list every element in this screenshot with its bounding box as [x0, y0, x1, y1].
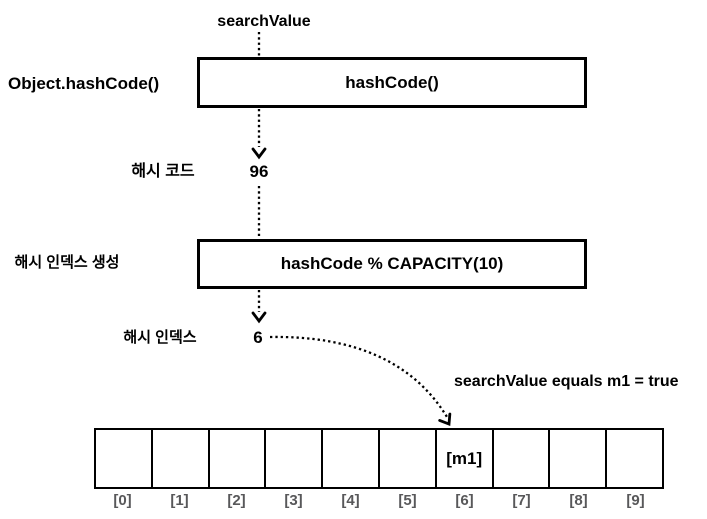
array-cell-3: [266, 430, 324, 487]
array-index-label-3: [3]: [284, 492, 303, 509]
array-cell-6: [m1]: [437, 430, 494, 487]
array-index-label-9: [9]: [626, 492, 645, 509]
array-index-label-6: [6]: [455, 492, 474, 509]
hash-index-side-label: 해시 인덱스: [123, 329, 197, 346]
hash-index-value: 6: [253, 328, 263, 347]
arrow-down-icon: [438, 412, 452, 426]
object-hashcode-side-label: Object.hashCode(): [8, 74, 160, 93]
array-index-label-1: [1]: [170, 492, 189, 509]
equals-result-annotation: searchValue equals m1 = true: [454, 373, 679, 390]
array-index-label-0: [0]: [113, 492, 132, 509]
arrow-down-icon: [251, 311, 267, 324]
array-cell-0: [96, 430, 153, 487]
curved-dotted-line-to-cell-6: [269, 335, 448, 418]
array-index-label-8: [8]: [569, 492, 588, 509]
array-index-label-7: [7]: [512, 492, 531, 509]
array-index-label-5: [5]: [398, 492, 417, 509]
hash-index-box-label: hashCode % CAPACITY(10): [280, 254, 504, 273]
array-cell-5: [380, 430, 437, 487]
array-index-labels: [0] [1] [2] [3] [4] [5] [6] [7] [8] [9]: [94, 492, 664, 509]
hash-code-value: 96: [249, 162, 269, 181]
array-cell-9: [607, 430, 662, 487]
arrow-down-icon: [251, 147, 267, 160]
array-index-label-4: [4]: [341, 492, 360, 509]
hash-index-box: hashCode % CAPACITY(10): [197, 239, 587, 289]
hash-index-generation-side-label: 해시 인덱스 생성: [14, 254, 120, 271]
array-cell-7: [494, 430, 551, 487]
array-index-label-2: [2]: [227, 492, 246, 509]
search-value-label: searchValue: [217, 13, 311, 30]
hash-code-side-label: 해시 코드: [131, 163, 195, 180]
hashcode-box-label: hashCode(): [345, 72, 439, 92]
array-cell-2: [210, 430, 267, 487]
hashcode-box: hashCode(): [197, 57, 587, 108]
array-cell-1: [153, 430, 210, 487]
hash-array: [m1]: [94, 428, 664, 489]
array-cell-4: [323, 430, 380, 487]
array-cell-8: [550, 430, 608, 487]
